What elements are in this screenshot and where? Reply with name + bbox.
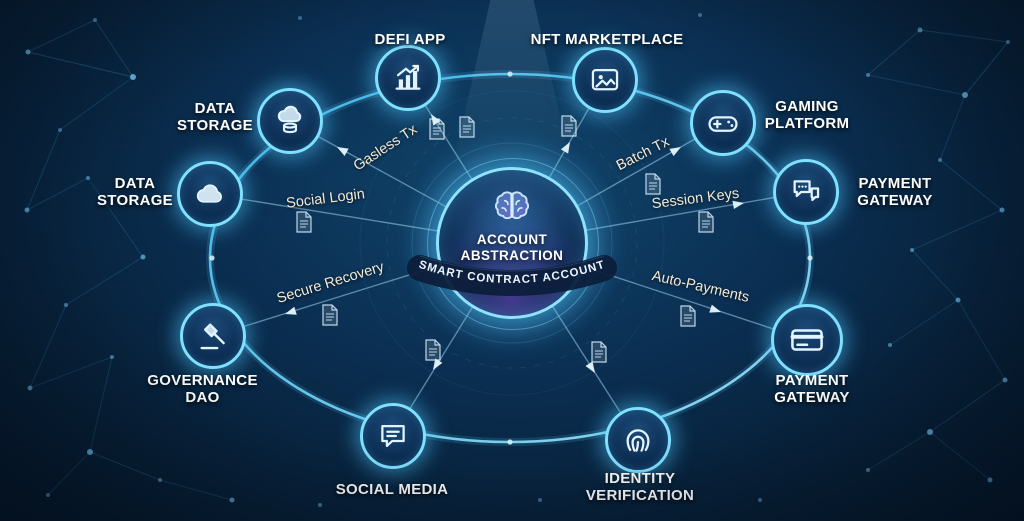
document-icon — [424, 339, 442, 361]
label-defi-app: DEFI APP — [374, 31, 446, 48]
node-governance-dao — [180, 303, 246, 369]
node-data-storage-left — [177, 161, 243, 227]
label-nft-marketplace: NFT MARKETPLACE — [530, 31, 684, 48]
image-icon — [588, 63, 622, 97]
node-payment-gateway-top — [773, 159, 839, 225]
document-icon — [590, 341, 608, 363]
document-icon — [428, 118, 446, 140]
document-icon — [560, 115, 578, 137]
node-defi-app — [375, 45, 441, 111]
cloud-icon — [193, 177, 227, 211]
brain-icon — [488, 186, 536, 230]
label-social-media: SOCIAL MEDIA — [335, 481, 449, 498]
document-icon — [679, 305, 697, 327]
document-icon — [697, 211, 715, 233]
label-identity-verification: IDENTITY VERIFICATION — [585, 470, 695, 505]
fingerprint-icon — [621, 423, 655, 457]
credit-card-icon — [788, 321, 826, 359]
center-hub: ACCOUNT ABSTRACTION — [436, 167, 588, 319]
node-payment-gateway-bottom — [771, 304, 843, 376]
gavel-icon — [196, 319, 230, 353]
node-data-storage-top — [257, 88, 323, 154]
chat-bubble-icon — [376, 419, 410, 453]
label-payment-gateway-bottom: PAYMENT GATEWAY — [774, 372, 850, 407]
label-governance-dao: GOVERNANCE DAO — [147, 372, 258, 407]
document-icon — [321, 304, 339, 326]
node-gaming-platform — [690, 90, 756, 156]
document-icon — [644, 173, 662, 195]
document-icon — [295, 211, 313, 233]
label-data-storage-left: DATA STORAGE — [96, 175, 173, 210]
label-data-storage-top: DATA STORAGE — [176, 100, 253, 135]
node-identity-verification — [605, 407, 671, 473]
label-payment-gateway-top: PAYMENT GATEWAY — [857, 175, 933, 210]
cloud-database-icon — [273, 104, 307, 138]
node-social-media — [360, 403, 426, 469]
label-gaming-platform: GAMING PLATFORM — [764, 98, 850, 133]
chat-bubbles-icon — [789, 175, 823, 209]
center-title: ACCOUNT ABSTRACTION — [460, 232, 564, 264]
chart-icon — [391, 61, 425, 95]
node-nft-marketplace — [572, 47, 638, 113]
document-icon — [458, 116, 476, 138]
gamepad-icon — [706, 106, 740, 140]
